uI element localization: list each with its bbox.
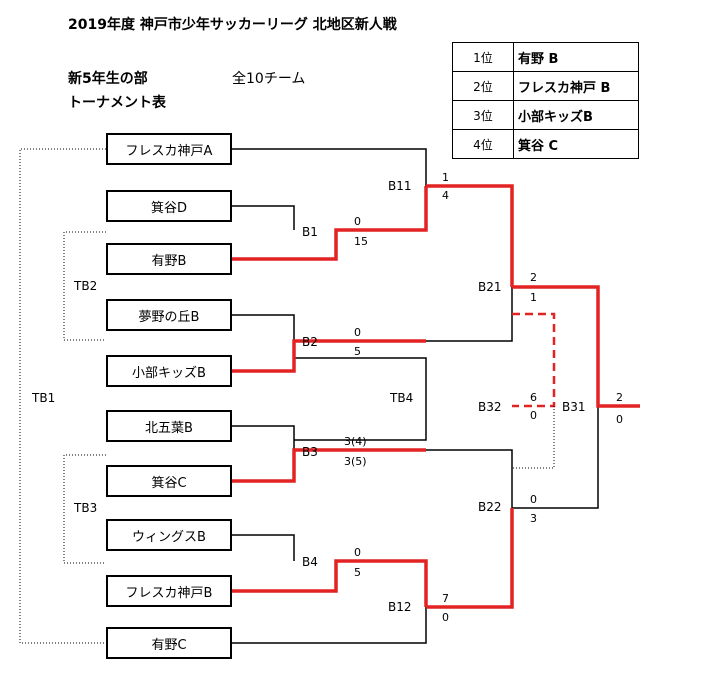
score: 0 bbox=[530, 493, 537, 506]
match-label-tb2: TB2 bbox=[74, 279, 98, 293]
score: 1 bbox=[530, 291, 537, 304]
b4-win-line bbox=[232, 559, 428, 607]
match-label-b22: B22 bbox=[478, 500, 502, 514]
b32-win-line bbox=[512, 312, 556, 408]
b3-win-line bbox=[232, 448, 426, 483]
team-box: フレスカ神戸A bbox=[106, 133, 232, 165]
ranking-team: 小部キッズB bbox=[513, 100, 639, 130]
bracket-black-lines bbox=[232, 148, 599, 644]
score: 0 bbox=[442, 611, 449, 624]
match-label-tb3: TB3 bbox=[74, 501, 98, 515]
match-label-b2: B2 bbox=[302, 335, 318, 349]
score: 6 bbox=[530, 391, 537, 404]
match-label-tb1: TB1 bbox=[32, 391, 56, 405]
b31-bottom-line bbox=[512, 406, 599, 509]
b11-win-line bbox=[426, 184, 514, 287]
score: 0 bbox=[354, 326, 361, 339]
score: 1 bbox=[442, 171, 449, 184]
team-count: 全10チーム bbox=[232, 71, 306, 87]
match-label-b3: B3 bbox=[302, 445, 318, 459]
b1-win-line bbox=[232, 186, 428, 261]
team-box: 箕谷C bbox=[106, 465, 232, 497]
score: 0 bbox=[354, 215, 361, 228]
b12-win-line bbox=[426, 508, 514, 609]
b2-top-line bbox=[232, 314, 295, 341]
b21-win-line bbox=[512, 285, 640, 408]
b32-lose-line bbox=[512, 406, 555, 469]
ranking-row: 4位 箕谷 C bbox=[452, 129, 639, 159]
score: 3(4) bbox=[344, 435, 367, 448]
ranking-row: 3位 小部キッズB bbox=[452, 100, 639, 130]
b1-top-line bbox=[232, 205, 295, 230]
tb1-bracket bbox=[19, 148, 106, 644]
bracket-label: トーナメント表 bbox=[68, 95, 166, 111]
b22-top-line bbox=[426, 449, 513, 508]
score: 2 bbox=[616, 391, 623, 404]
bracket-red-lines bbox=[232, 184, 640, 609]
match-label-b32: B32 bbox=[478, 400, 502, 414]
ranking-row: 2位 フレスカ神戸 B bbox=[452, 71, 639, 101]
score: 7 bbox=[442, 592, 449, 605]
third-place-lines bbox=[512, 312, 556, 408]
score: 0 bbox=[616, 413, 623, 426]
team-box: ウィングスB bbox=[106, 519, 232, 551]
score: 3 bbox=[530, 512, 537, 525]
ranking-place: 1位 bbox=[452, 42, 514, 72]
score: 3(5) bbox=[344, 455, 367, 468]
b12-bottom-line bbox=[232, 607, 427, 644]
match-label-b31: B31 bbox=[562, 400, 586, 414]
team-box: 有野B bbox=[106, 243, 232, 275]
tb4-line bbox=[294, 357, 427, 441]
match-label-b21: B21 bbox=[478, 280, 502, 294]
team-box: 夢野の丘B bbox=[106, 299, 232, 331]
score: 0 bbox=[530, 409, 537, 422]
b11-top-line bbox=[232, 148, 427, 186]
ranking-team: フレスカ神戸 B bbox=[513, 71, 639, 101]
match-label-tb4: TB4 bbox=[390, 391, 414, 405]
score: 0 bbox=[354, 546, 361, 559]
tb3-bracket bbox=[63, 454, 106, 564]
ranking-table: 1位 有野 B 2位 フレスカ神戸 B 3位 小部キッズB 4位 箕谷 C bbox=[452, 42, 639, 159]
division-label: 新5年生の部 bbox=[68, 71, 148, 87]
score: 5 bbox=[354, 345, 361, 358]
b21-bottom-line bbox=[426, 287, 513, 342]
match-label-b4: B4 bbox=[302, 555, 318, 569]
team-box: 小部キッズB bbox=[106, 355, 232, 387]
ranking-place: 4位 bbox=[452, 129, 514, 159]
b3-top-line bbox=[232, 425, 295, 450]
match-label-b1: B1 bbox=[302, 225, 318, 239]
b4-top-line bbox=[232, 534, 295, 561]
match-label-b12: B12 bbox=[388, 600, 412, 614]
score: 15 bbox=[354, 235, 368, 248]
ranking-place: 2位 bbox=[452, 71, 514, 101]
team-box: 有野C bbox=[106, 627, 232, 659]
tb2-bracket bbox=[63, 231, 106, 341]
team-box: 箕谷D bbox=[106, 190, 232, 222]
ranking-team: 箕谷 C bbox=[513, 129, 639, 159]
score: 5 bbox=[354, 566, 361, 579]
b2-win-line bbox=[232, 339, 426, 373]
score: 2 bbox=[530, 271, 537, 284]
ranking-place: 3位 bbox=[452, 100, 514, 130]
team-box: 北五葉B bbox=[106, 410, 232, 442]
team-box: フレスカ神戸B bbox=[106, 575, 232, 607]
score: 4 bbox=[442, 189, 449, 202]
page-title: 2019年度 神戸市少年サッカーリーグ 北地区新人戦 bbox=[68, 17, 397, 33]
placement-brackets bbox=[19, 148, 106, 644]
match-label-b11: B11 bbox=[388, 179, 412, 193]
